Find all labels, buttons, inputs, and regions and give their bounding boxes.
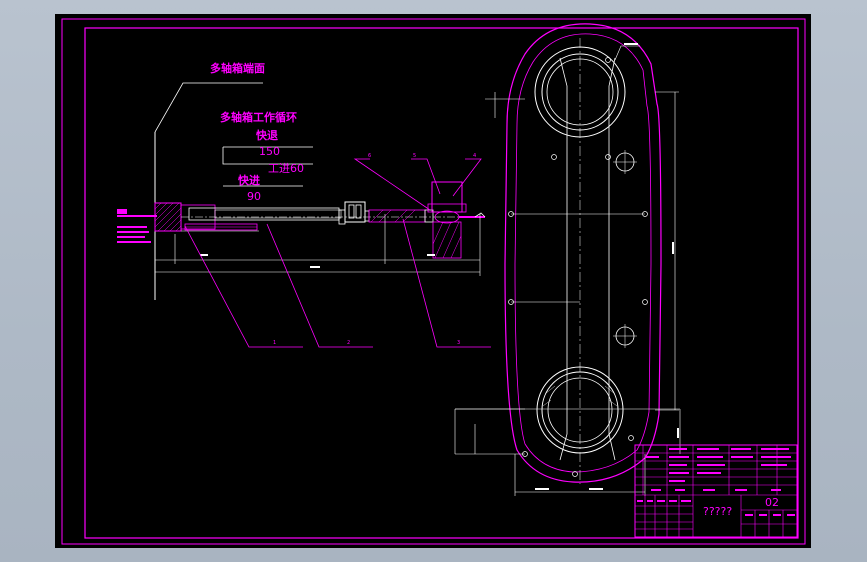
cad-drawing: 多轴箱端面 多轴箱工作循环 快退 150 工进60 快进 90 [61,18,806,545]
part-number-2: 2 [347,340,350,346]
part-number-3: 3 [457,340,460,346]
part-number-4: 4 [473,153,476,159]
feed-label: 工进60 [268,162,304,175]
drawing-sheet: 多轴箱端面 多轴箱工作循环 快退 150 工进60 快进 90 [55,14,811,548]
drawing-name: ????? [703,505,732,518]
outer-border [61,18,806,545]
fast-forward-value: 90 [247,190,261,203]
sheet-number: 02 [765,496,779,509]
part-number-1: 1 [273,340,276,346]
fast-forward-label: 快进 [237,173,260,187]
spindle-box-plan-view [454,23,681,496]
work-cycle-label: 多轴箱工作循环 [220,110,297,124]
part-number-5: 5 [413,153,416,159]
spindle-box-face-label: 多轴箱端面 [210,61,265,75]
title-block: ????? 02 [634,444,798,538]
inner-border [84,27,799,539]
fast-return-value: 150 [259,145,280,158]
tool-layout-view: 多轴箱端面 多轴箱工作循环 快退 150 工进60 快进 90 [117,61,491,348]
fast-return-label: 快退 [255,128,278,142]
spec-notes [117,209,157,243]
part-number-6: 6 [368,153,371,159]
